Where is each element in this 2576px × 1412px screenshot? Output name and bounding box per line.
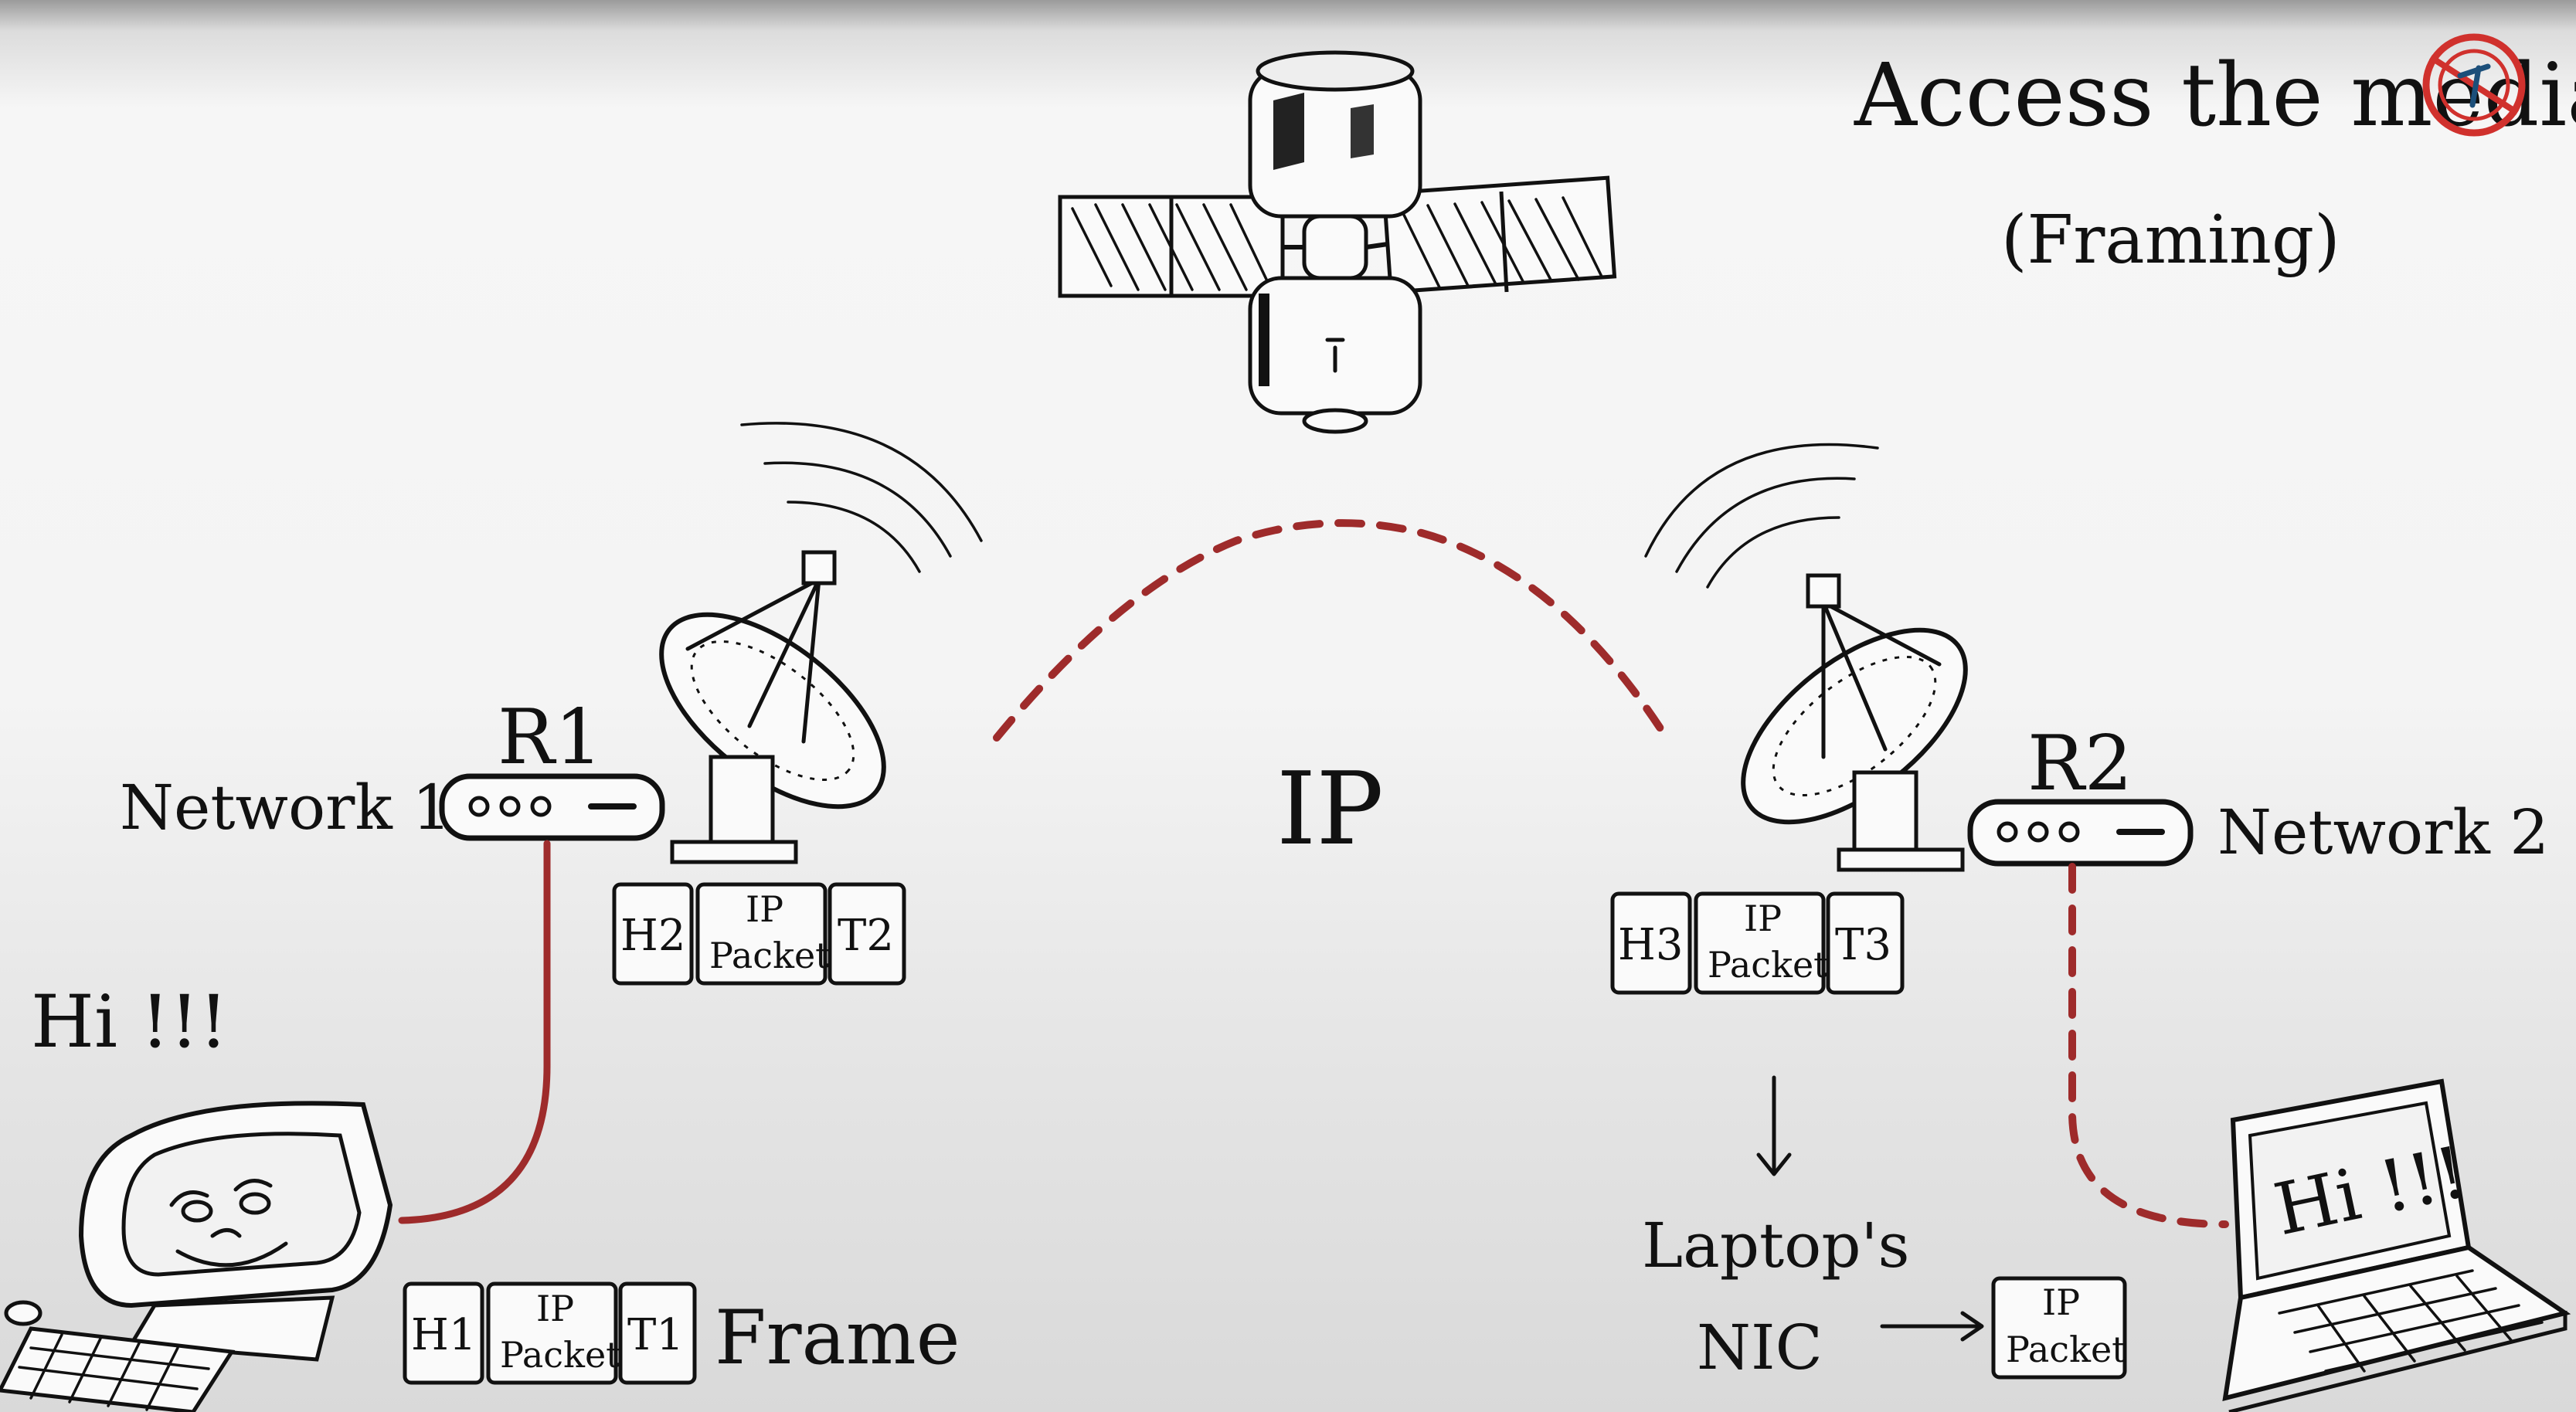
h2-packet-line1: IP xyxy=(746,888,783,930)
ip-link-arc xyxy=(993,519,1673,745)
h3-header: H3 xyxy=(1618,920,1683,970)
channel-logo-icon xyxy=(2422,33,2526,137)
nic-line-2: NIC xyxy=(1697,1312,1823,1383)
nic-packet-line1: IP xyxy=(2042,1281,2080,1323)
h3-trailer: T3 xyxy=(1835,920,1891,970)
h1-packet-line1: IP xyxy=(536,1288,574,1329)
nic-ip-packet: IP Packet xyxy=(1991,1276,2127,1380)
desktop-computer-icon xyxy=(0,1101,393,1412)
h3-packet-line1: IP xyxy=(1744,898,1782,939)
router-r2-icon xyxy=(1967,799,2194,867)
frame-h2: H2 IP Packet T2 xyxy=(612,882,906,986)
satellite-icon xyxy=(1058,50,1617,434)
dish-antenna-left-icon xyxy=(659,422,983,864)
router-r1-icon xyxy=(439,773,665,841)
h2-trailer: T2 xyxy=(838,911,894,961)
h1-packet-line2: Packet xyxy=(500,1334,620,1376)
r1-to-desktop-link xyxy=(398,840,551,1224)
r1-label: R1 xyxy=(498,694,603,782)
nic-packet-line2: Packet xyxy=(2006,1329,2126,1370)
r2-to-laptop-link xyxy=(2068,863,2229,1228)
down-arrow-icon xyxy=(1756,1075,1792,1176)
h3-packet-line2: Packet xyxy=(1708,944,1828,986)
h2-header: H2 xyxy=(620,911,685,961)
nic-line-1: Laptop's xyxy=(1642,1210,1910,1281)
title-line-2: (Framing) xyxy=(2001,202,2340,279)
h1-header: H1 xyxy=(411,1310,476,1360)
frame-caption: Frame xyxy=(715,1295,960,1381)
laptop-icon: Hi !!! xyxy=(2222,1078,2571,1412)
ip-label: IP xyxy=(1276,750,1384,867)
r2-label: R2 xyxy=(2027,720,2133,808)
frame-h3: H3 IP Packet T3 xyxy=(1610,891,1905,995)
network-1-label: Network 1 xyxy=(120,772,451,843)
right-arrow-icon xyxy=(1880,1311,1984,1342)
network-2-label: Network 2 xyxy=(2217,796,2549,868)
h1-trailer: T1 xyxy=(627,1310,684,1360)
dish-antenna-right-icon xyxy=(1644,443,1968,872)
frame-h1: H1 IP Packet T1 xyxy=(403,1281,697,1385)
h2-packet-line2: Packet xyxy=(709,935,830,976)
desktop-greeting: Hi !!! xyxy=(31,980,228,1064)
